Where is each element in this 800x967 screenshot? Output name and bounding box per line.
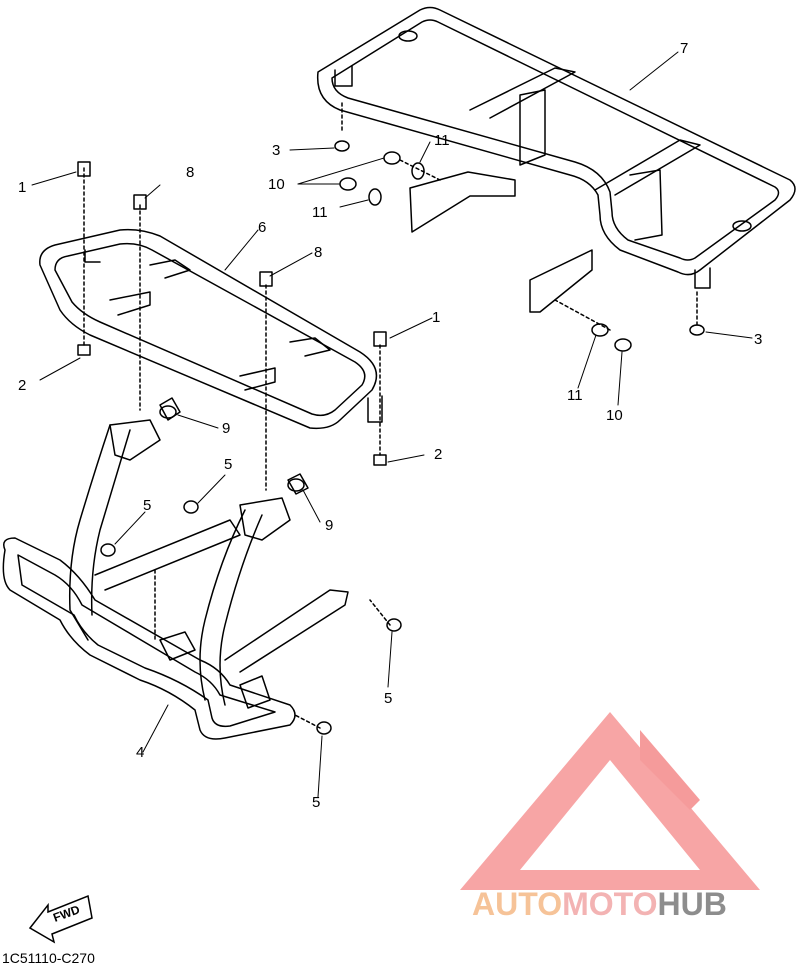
callout-1-right: 1 [432,309,440,326]
callout-6: 6 [258,219,266,236]
bolt-5-d [316,721,332,735]
washer-11-a [411,162,425,180]
svg-text:AUTOMOTOHUB: AUTOMOTOHUB [472,886,727,922]
callout-2-right: 2 [434,446,442,463]
bolt-10-c [614,338,632,352]
bolt-8-right [259,271,273,287]
fasteners [77,99,705,735]
callout-8-right: 8 [314,244,322,261]
callout-5-bottom: 5 [312,794,320,811]
watermark-logo: AUTOMOTOHUB [460,712,760,922]
front-carrier [39,228,383,430]
bolt-10-b [339,177,357,191]
bolt-1-front [77,161,91,177]
washer-11-b [368,188,382,206]
bolt-8-left [133,194,147,210]
callout-1-left: 1 [18,179,26,196]
leader-lines [31,51,753,798]
callout-3-top: 3 [272,142,280,159]
callout-5-upper: 5 [224,456,232,473]
callout-10-top: 10 [268,176,285,193]
callout-4: 4 [136,744,144,761]
washer-11-c [591,323,609,337]
watermark-text-hub: HUB [657,886,726,922]
nut-3-right [689,324,705,336]
bolt-5-c [386,618,402,632]
callout-5-right: 5 [384,690,392,707]
callout-8-left: 8 [186,164,194,181]
bolt-5-b [100,543,116,557]
callout-labels: 1 8 6 8 2 1 2 3 11 10 11 7 3 11 10 9 9 5… [18,40,762,811]
callout-7: 7 [680,40,688,57]
bolt-5-a [183,500,199,514]
callout-2-left: 2 [18,377,26,394]
callout-11-bottom: 11 [567,387,583,404]
nut-2-left [77,344,91,356]
diagram-code: 1C51110-C270 [2,950,95,966]
bolt-1-right [373,331,387,347]
fwd-arrow-icon: FWD [28,894,93,944]
callout-9-left: 9 [222,420,230,437]
watermark-text-auto: AUTO [472,886,562,922]
callout-10-bottom: 10 [606,407,623,424]
nut-3-top [334,140,350,152]
nut-2-right [373,454,387,466]
watermark-text-moto: MOTO [562,886,657,922]
callout-9-right: 9 [325,517,333,534]
callout-11-mid: 11 [312,204,328,221]
callout-3-right: 3 [754,331,762,348]
rear-carrier [316,6,796,313]
callout-5-left: 5 [143,497,151,514]
front-bumper [2,397,349,740]
callout-11-top: 11 [434,132,450,149]
bolt-10-a [383,151,401,165]
grommet-9-right [287,478,305,492]
watermark-triangle [460,712,760,890]
grommet-9-left [159,405,177,419]
